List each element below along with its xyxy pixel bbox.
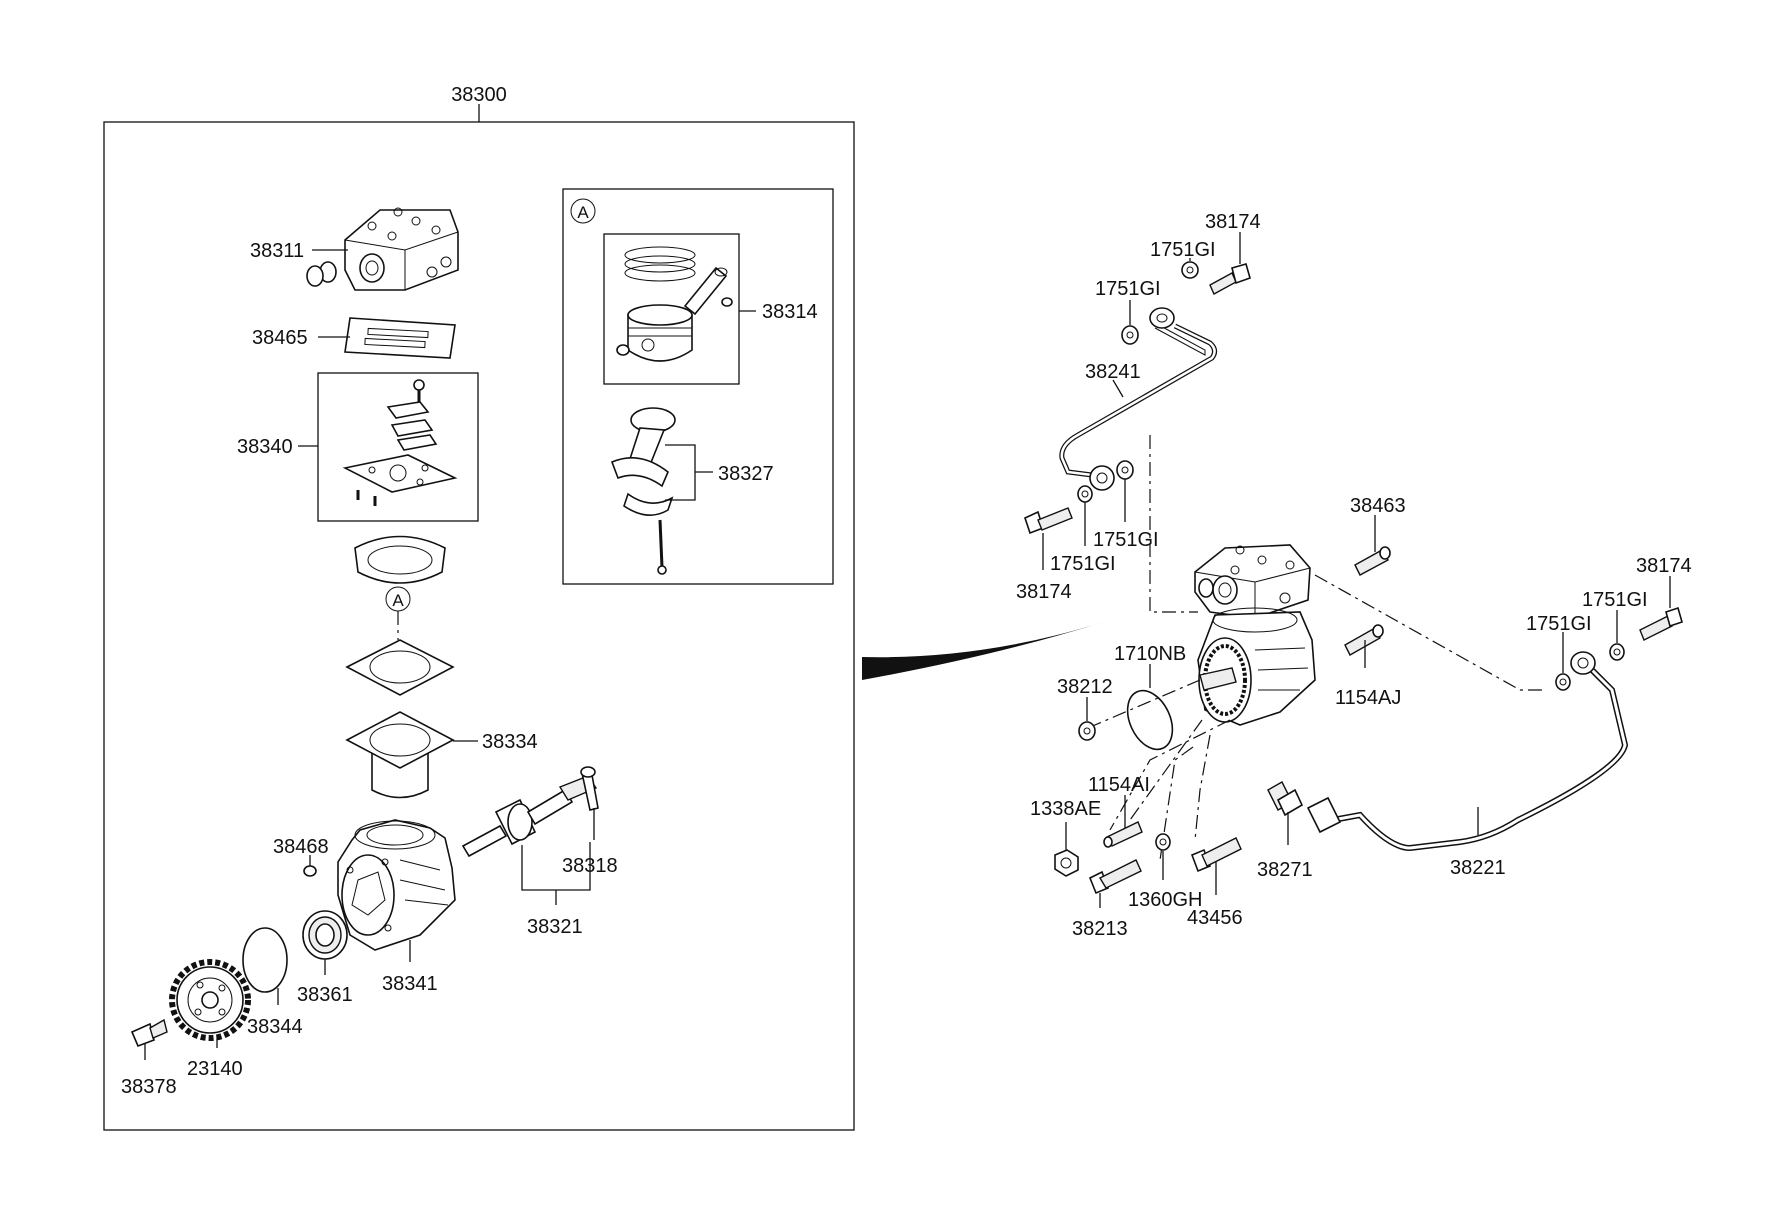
- upper-pipe-icon: [1059, 307, 1218, 491]
- ref-a-circle-icon: [570, 198, 596, 224]
- cylinder-gasket-icon: [345, 639, 455, 696]
- bolt-icon: [1639, 606, 1683, 641]
- label-38334: 38334: [482, 731, 538, 753]
- connecting-rod-icon: [610, 407, 676, 575]
- label-38361: 38361: [297, 984, 353, 1006]
- circlip-icon: [616, 344, 630, 356]
- label-1154AI: 1154AI: [1088, 774, 1150, 796]
- label-1751GI-f: 1751GI: [1526, 613, 1592, 635]
- label-1710NB: 1710NB: [1114, 643, 1186, 665]
- label-1751GI-b: 1751GI: [1150, 239, 1216, 261]
- label-38378: 38378: [121, 1076, 177, 1098]
- head-gasket-icon: [344, 317, 456, 359]
- ref-a-label: A: [392, 591, 404, 610]
- subassembly-frame-a: [562, 188, 834, 585]
- label-1338AE: 1338AE: [1030, 798, 1101, 820]
- small-ring-icon: [303, 865, 317, 877]
- label-38212: 38212: [1057, 676, 1113, 698]
- o-ring-icon: [242, 927, 288, 993]
- cylinder-head-icon: [344, 207, 459, 291]
- cylinder-liner-icon: [345, 711, 455, 799]
- bolt-icon: [1024, 507, 1073, 535]
- o-ring-icon: [1126, 689, 1174, 751]
- label-1360GH: 1360GH: [1128, 889, 1203, 911]
- stud-icon: [1103, 821, 1143, 848]
- label-1751GI-d: 1751GI: [1050, 553, 1116, 575]
- stud-icon: [1354, 546, 1391, 576]
- label-1751GI-e: 1751GI: [1582, 589, 1648, 611]
- piston-pin-icon: [683, 266, 733, 316]
- label-38241: 38241: [1085, 361, 1141, 383]
- label-38221: 38221: [1450, 857, 1506, 879]
- label-38311: 38311: [250, 240, 304, 262]
- compressor-body-icon: [1197, 607, 1316, 726]
- label-1154AJ: 1154AJ: [1335, 687, 1401, 709]
- fitting-icon: [1267, 781, 1304, 817]
- valve-plate-box: [317, 372, 479, 522]
- bolt-icon: [1209, 263, 1251, 295]
- stud-icon: [1344, 624, 1384, 656]
- label-38300: 38300: [451, 84, 507, 106]
- label-38174-b: 38174: [1016, 581, 1072, 603]
- crankshaft-icon: [461, 775, 598, 858]
- gear-icon: [169, 959, 251, 1041]
- arrow-connector: [862, 620, 1110, 680]
- crankshaft-key-icon: [580, 766, 599, 811]
- label-38463: 38463: [1350, 495, 1406, 517]
- label-38340: 38340: [237, 436, 293, 458]
- piston-icon: [627, 304, 693, 362]
- label-38468: 38468: [273, 836, 329, 858]
- washer-icon: [1555, 673, 1571, 691]
- bearing-icon: [302, 910, 348, 960]
- nut-icon: [1054, 849, 1079, 877]
- washer-icon: [1116, 460, 1134, 480]
- lower-pipe-icon: [1306, 651, 1629, 852]
- bolt-icon: [1190, 837, 1242, 873]
- label-38174-a: 38174: [1205, 211, 1261, 233]
- valve-plate-icon: [342, 379, 458, 506]
- label-1751GI-c: 1751GI: [1093, 529, 1159, 551]
- label-1751GI-a: 1751GI: [1095, 278, 1161, 300]
- washer-icon: [1609, 643, 1625, 661]
- piston-rings-icon: [624, 246, 696, 282]
- seal-ring-icon: [306, 265, 324, 287]
- label-23140: 23140: [187, 1058, 243, 1080]
- washer-icon: [1121, 325, 1139, 345]
- washer-icon: [1077, 485, 1093, 503]
- washer-icon: [1181, 261, 1199, 279]
- washer-icon: [1155, 833, 1171, 851]
- label-38341: 38341: [382, 973, 438, 995]
- label-38213: 38213: [1072, 918, 1128, 940]
- label-38327: 38327: [718, 463, 774, 485]
- bolt-icon: [1088, 859, 1142, 895]
- ref-a-label: A: [577, 203, 589, 222]
- label-43456: 43456: [1187, 907, 1243, 929]
- gasket-ring-icon: [354, 535, 446, 584]
- compressor-head-icon: [1194, 544, 1311, 619]
- label-38174-c: 38174: [1636, 555, 1692, 577]
- label-38344: 38344: [247, 1016, 303, 1038]
- washer-icon: [1078, 721, 1096, 741]
- label-38314: 38314: [762, 301, 818, 323]
- piston-box: [603, 233, 740, 385]
- label-38321: 38321: [527, 916, 583, 938]
- label-38271: 38271: [1257, 859, 1313, 881]
- label-38465: 38465: [252, 327, 308, 349]
- bolt-icon: [130, 1018, 168, 1048]
- crankcase-icon: [337, 819, 456, 951]
